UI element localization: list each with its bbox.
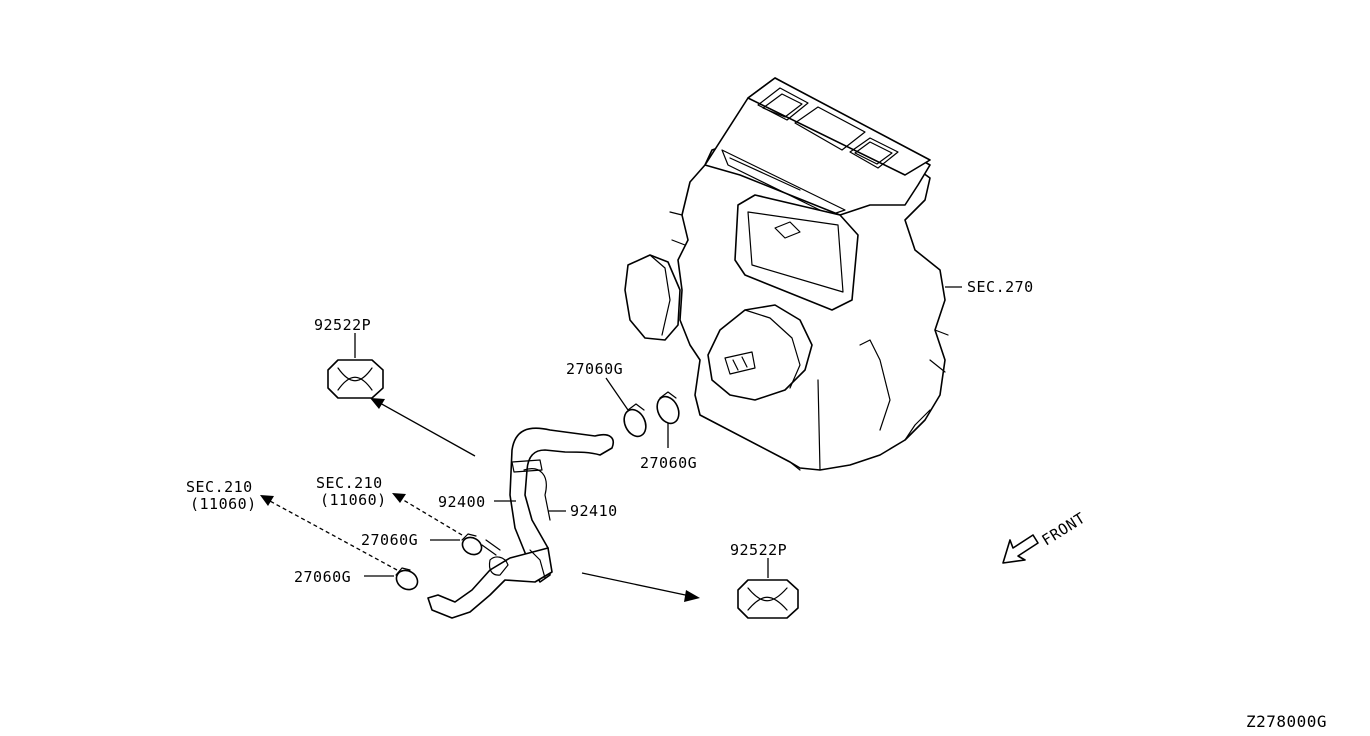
sec210-a-line1: SEC.210 [316, 474, 383, 492]
clamp-top-upper-label: 27060G [566, 360, 623, 378]
sec210-a-line2: (11060) [320, 491, 387, 509]
clamp-mid-label: 27060G [361, 531, 418, 549]
hose-92400-label: 92400 [438, 493, 486, 511]
grommet-icon [327, 359, 799, 619]
sec270-label: SEC.270 [967, 278, 1034, 296]
sec210-b-line1: SEC.210 [186, 478, 253, 496]
clamp-low-label: 27060G [294, 568, 351, 586]
grommet-bottom-label: 92522P [730, 541, 787, 559]
clamp-top-lower-label: 27060G [640, 454, 697, 472]
hose-icon [427, 427, 614, 619]
front-label: FRONT [1039, 509, 1089, 550]
clamp-icon [395, 391, 680, 591]
sec210-b-line2: (11060) [190, 495, 257, 513]
heater-unit-icon [624, 77, 949, 471]
front-arrow-icon [1002, 534, 1039, 564]
grommet-top-label: 92522P [314, 316, 371, 334]
diagram-code: Z278000G [1246, 712, 1327, 731]
hose-92410-label: 92410 [570, 502, 618, 520]
